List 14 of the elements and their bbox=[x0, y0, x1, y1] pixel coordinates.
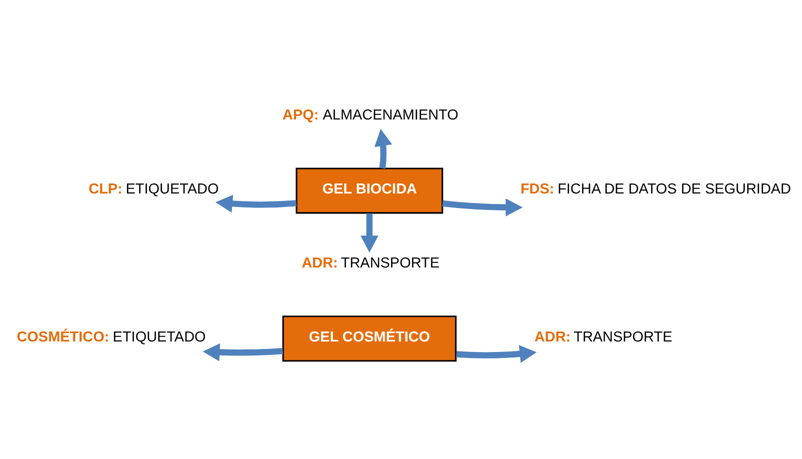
node-text: FDS: FICHA DE DATOS DE SEGURIDAD bbox=[520, 182, 792, 198]
node-box: GEL BIOCIDA bbox=[296, 168, 444, 214]
arrow bbox=[215, 194, 297, 213]
node-text: ADR: TRANSPORTE bbox=[534, 329, 672, 346]
node-box: GEL COSMÉTICO bbox=[282, 316, 457, 362]
node-text: APQ: ALMACENAMIENTO bbox=[282, 108, 458, 124]
arrow bbox=[360, 213, 378, 253]
node-text: CLP: ETIQUETADO bbox=[88, 182, 219, 198]
arrow bbox=[202, 343, 284, 362]
node-text: COSMÉTICO: ETIQUETADO bbox=[16, 329, 206, 346]
arrow bbox=[374, 128, 392, 169]
node-text: ADR: TRANSPORTE bbox=[302, 255, 440, 272]
arrow bbox=[456, 345, 537, 363]
arrow bbox=[442, 198, 523, 216]
